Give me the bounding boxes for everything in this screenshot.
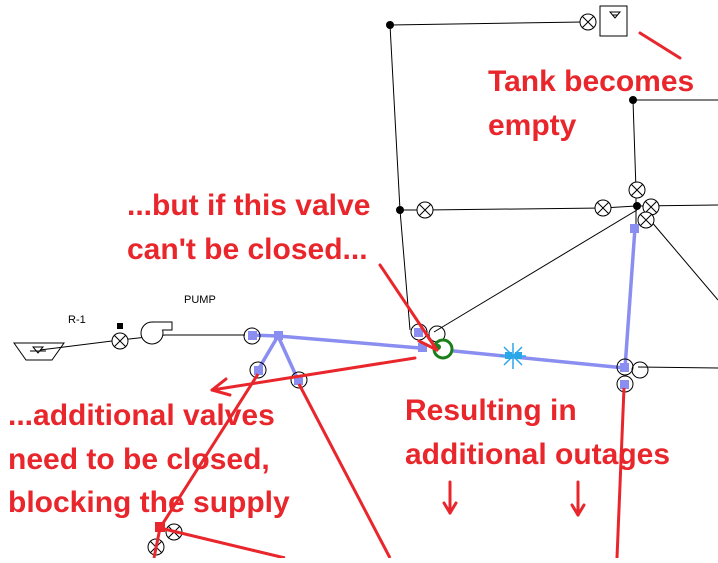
highlight-riser (623, 226, 637, 370)
valves (111, 13, 660, 556)
arrow-head-a1 (210, 377, 228, 392)
annotation-arrows (210, 31, 682, 517)
valve-icon (579, 13, 597, 31)
pipe-right-lower (637, 366, 718, 369)
outage-pipe-mid (297, 383, 392, 559)
arrow-outage-2-head-a (570, 503, 580, 517)
highlight-main-right (442, 348, 627, 370)
pipe-right-diagonal (649, 219, 718, 301)
outage-node (155, 522, 165, 532)
junction-mid-right (633, 202, 641, 210)
pipe-top (389, 21, 584, 26)
junctions (386, 21, 641, 214)
valve-icon (628, 181, 646, 199)
annotation-valve-not-closed: ...but if this valve can't be closed... (127, 189, 371, 266)
outage-pipe-right (615, 387, 626, 559)
pump-icon (140, 321, 173, 345)
valve-icon (594, 199, 612, 217)
arrow-outage-1-head-a (442, 501, 452, 515)
arrow-valve-head-1 (424, 332, 439, 352)
break-marker-icon (500, 343, 526, 369)
highlight-nodes (248, 224, 639, 389)
pipe-diagonal (433, 209, 638, 333)
node-c (254, 366, 263, 375)
highlighted-pipes (250, 226, 637, 382)
node-f (418, 343, 427, 352)
node-i (630, 224, 639, 233)
arrow-outage-1-head-b (448, 501, 458, 515)
node-h (620, 380, 629, 389)
node-g (620, 363, 629, 372)
reservoir-label: R-1 (68, 314, 86, 326)
node-a (248, 331, 257, 340)
check-valve-icon (117, 323, 123, 329)
valve-icon (416, 201, 434, 219)
arrow-additional-valves (210, 356, 417, 392)
valve-icon (637, 211, 655, 229)
highlight-branch-b (276, 334, 300, 382)
pump-label: PUMP (184, 294, 216, 306)
outage-pipe-bottom (159, 526, 286, 560)
tank-icon (599, 5, 628, 37)
annotation-additional-outages: Resulting in additional outages (405, 394, 671, 471)
annotation-tank-empty: Tank becomes empty (488, 65, 695, 142)
arrow-valve-head-2 (417, 339, 439, 352)
annotation-additional-valves: ...additional valves need to be closed, … (8, 399, 290, 519)
pipe-mid-horizontal (424, 204, 718, 211)
arrow-head-a2 (210, 388, 232, 397)
highlight-branch-a (256, 334, 280, 372)
reservoir-icon (13, 342, 65, 361)
node-b (274, 331, 283, 340)
arrow-tank (638, 31, 682, 60)
junction-upper-right (629, 96, 637, 104)
arrow-outage-2-head-b (576, 503, 586, 517)
junction-top-left (386, 21, 394, 29)
valve-icon (111, 332, 129, 350)
junction-mid-left (396, 206, 404, 214)
node-d (294, 376, 303, 385)
node-e (414, 328, 423, 337)
